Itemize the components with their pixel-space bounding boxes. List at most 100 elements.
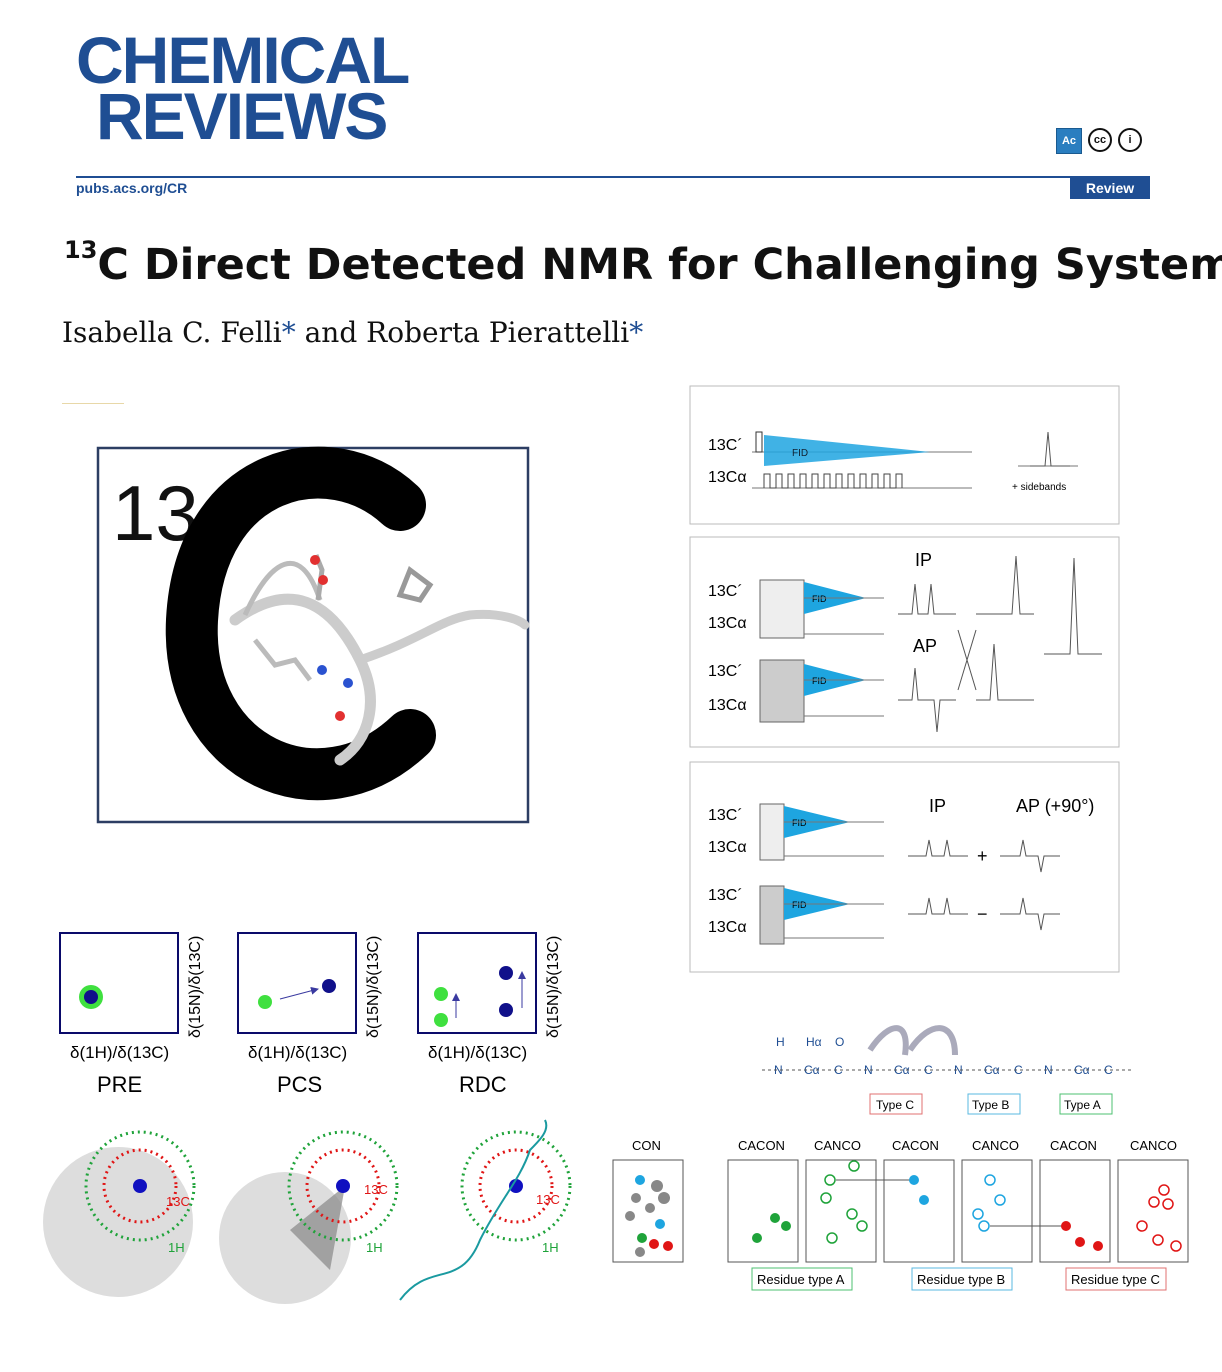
- paramagnetic-spheres: 13C 1H 13C 1H 13C 1H: [43, 1119, 572, 1304]
- disordered-chain: [399, 1119, 548, 1301]
- article-type-badge: Review: [1070, 177, 1150, 199]
- author-list: Isabella C. Felli* and Roberta Pierattel…: [62, 316, 643, 349]
- spectrum-header: CACON: [1050, 1138, 1097, 1153]
- x-axis-label: δ(1H)/δ(13C): [70, 1043, 169, 1062]
- hydrogen-nucleus-label: 1H: [542, 1240, 559, 1255]
- journal-logo: CHEMICAL REVIEWS: [76, 23, 410, 153]
- carbon-nucleus-label: 13C: [364, 1182, 388, 1197]
- journal-name-line1: CHEMICAL: [76, 23, 410, 97]
- y-axis-label: δ(15N)/δ(13C): [187, 936, 204, 1038]
- sidebands-label: + sidebands: [1012, 482, 1066, 493]
- residue-type-label: Type A: [1064, 1098, 1101, 1112]
- spectrum-header: CON: [632, 1138, 661, 1153]
- atom-label: C: [1104, 1063, 1113, 1077]
- in-phase-label: IP: [915, 550, 932, 570]
- hydrogen-nucleus-label: 1H: [168, 1240, 185, 1255]
- in-phase-label: IP: [929, 796, 946, 816]
- title-superscript: 13: [64, 236, 98, 264]
- oxygen-atom: [310, 555, 320, 565]
- fid-label: FID: [792, 818, 807, 828]
- corresponding-marker[interactable]: *: [629, 316, 644, 349]
- nitrogen-atom: [343, 678, 353, 688]
- fid-label: FID: [812, 676, 827, 686]
- minus-sign: −: [977, 904, 988, 924]
- spectrum-header: CANCO: [972, 1138, 1019, 1153]
- journal-name-line2: REVIEWS: [96, 79, 388, 153]
- backbone-scheme: H Hα O N Cα C N Cα C N Cα C N Cα C Type …: [762, 1025, 1132, 1115]
- carbon-nucleus-label: 13C: [166, 1194, 190, 1209]
- residue-type-label: Type B: [972, 1098, 1009, 1112]
- effect-label: RDC: [459, 1072, 507, 1097]
- residue-label: Residue type A: [757, 1272, 845, 1287]
- atom-label: N: [774, 1063, 783, 1077]
- acs-authorchoice-icon[interactable]: Ac: [1056, 128, 1082, 154]
- pulse-sequence-panel: 13C´ 13Cα FID + sidebands: [689, 385, 1120, 525]
- residue-type-label: Type C: [876, 1098, 914, 1112]
- fid-label: FID: [792, 448, 808, 459]
- y-axis-label: δ(15N)/δ(13C): [365, 936, 382, 1038]
- corresponding-marker[interactable]: *: [281, 316, 296, 349]
- decoupling-pulse-train: [763, 473, 903, 489]
- antiphase-label: AP: [913, 636, 937, 656]
- atom-label: N: [1044, 1063, 1053, 1077]
- nitrogen-atom: [317, 665, 327, 675]
- nucleus-label: 13C´: [708, 807, 743, 824]
- journal-site-link[interactable]: pubs.acs.org/CR: [76, 180, 188, 196]
- paramagnetic-effects: δ(1H)/δ(13C) δ(1H)/δ(13C) δ(1H)/δ(13C) δ…: [59, 932, 562, 1097]
- plus-sign: +: [977, 846, 988, 866]
- spectrum-header: CACON: [892, 1138, 939, 1153]
- spectrum-header: CANCO: [814, 1138, 861, 1153]
- author-name[interactable]: Roberta Pierattelli: [366, 316, 630, 349]
- protein-backbone-ribbon: [355, 609, 530, 665]
- atom-label: N: [864, 1063, 873, 1077]
- nucleus-label: 13Cα: [708, 615, 747, 632]
- author-name[interactable]: Isabella C. Felli: [62, 316, 282, 349]
- fid-label: FID: [812, 594, 827, 604]
- atom-label: Hα: [806, 1035, 822, 1049]
- oxygen-atom: [335, 711, 345, 721]
- nucleus-label: 13Cα: [708, 919, 747, 936]
- atom-label: C: [924, 1063, 933, 1077]
- oxygen-atom: [318, 575, 328, 585]
- nucleus-label: 13C´: [708, 583, 743, 600]
- spectrum-header: CANCO: [1130, 1138, 1177, 1153]
- hydrogen-nucleus-label: 1H: [366, 1240, 383, 1255]
- proline-ring: [396, 566, 434, 603]
- y-axis-label: δ(15N)/δ(13C): [545, 936, 562, 1038]
- attribution-icon[interactable]: i: [1118, 128, 1142, 152]
- header-rule: [76, 176, 1150, 178]
- article-title: 13C Direct Detected NMR for Challenging …: [64, 236, 1222, 290]
- fid-label: FID: [792, 900, 807, 910]
- spectrum-header: CACON: [738, 1138, 785, 1153]
- effect-label: PCS: [277, 1072, 322, 1097]
- creative-commons-icon[interactable]: cc: [1088, 128, 1112, 152]
- nucleus-label: 13C´: [708, 663, 743, 680]
- x-axis-label: δ(1H)/δ(13C): [248, 1043, 347, 1062]
- author-conjunction: and: [304, 316, 358, 349]
- ipap-panel: 13C´ 13Cα FID 13C´ 13Cα FID IP AP: [689, 536, 1120, 748]
- x-axis-label: δ(1H)/δ(13C): [428, 1043, 527, 1062]
- ipap-sum-panel: 13C´ 13Cα FID 13C´ 13Cα FID IP AP (+90°)…: [689, 761, 1120, 973]
- spectra-strips: CON CACON CANCO CACON CANCO CACON CANCO: [612, 1138, 1189, 1291]
- atom-label: N: [954, 1063, 963, 1077]
- nucleus-label: 13C´: [708, 887, 743, 904]
- residue-label: Residue type C: [1071, 1272, 1160, 1287]
- nucleus-label: 13Cα: [708, 839, 747, 856]
- atom-label: C: [834, 1063, 843, 1077]
- side-chain: [253, 638, 312, 682]
- atom-label: H: [776, 1035, 785, 1049]
- license-icons: Ac cc i: [1056, 128, 1142, 154]
- nucleus-label: 13Cα: [708, 469, 747, 486]
- effect-label: PRE: [97, 1072, 142, 1097]
- carbon-nucleus-label: 13C: [536, 1192, 560, 1207]
- carbon-13-logo: 13: [96, 446, 530, 824]
- carbon-letter-glyph: [165, 446, 436, 801]
- nucleus-label: 13C´: [708, 437, 743, 454]
- side-chain: [242, 561, 323, 617]
- atom-label: O: [835, 1035, 844, 1049]
- divider: [62, 403, 124, 404]
- residue-label: Residue type B: [917, 1272, 1005, 1287]
- atom-label: C: [1014, 1063, 1023, 1077]
- title-main: C Direct Detected NMR for Challenging Sy…: [97, 240, 1222, 290]
